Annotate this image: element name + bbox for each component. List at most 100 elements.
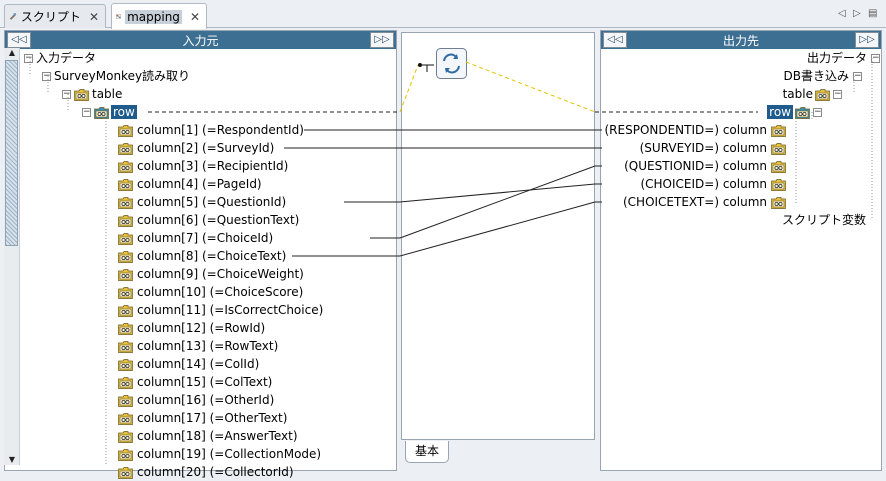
target-row-label: row	[767, 105, 793, 119]
source-column-label: column[11] (=IsCorrectChoice)	[137, 303, 324, 317]
tab-basic-label: 基本	[414, 444, 439, 458]
source-column-item[interactable]: column[7] (=ChoiceId)	[118, 229, 273, 247]
source-column-item[interactable]: column[3] (=RecipientId)	[118, 157, 288, 175]
target-column-label: (CHOICEID=) column	[640, 177, 767, 191]
close-icon[interactable]: ✕	[189, 9, 200, 24]
source-column-item[interactable]: column[14] (=ColId)	[118, 355, 259, 373]
editor-tab-bar: スクリプト ✕ mapping ✕ ◁ ▷ ▤	[0, 0, 886, 29]
expander-icon[interactable]: −	[813, 107, 822, 117]
tab-next-icon[interactable]: ▷	[853, 8, 861, 19]
source-column-item[interactable]: column[8] (=ChoiceText)	[118, 247, 286, 265]
tree-writer-node[interactable]: DB書き込み−	[600, 67, 862, 85]
expander-icon[interactable]: −	[833, 89, 842, 99]
column-node-icon	[771, 179, 786, 191]
source-column-item[interactable]: column[18] (=AnswerText)	[118, 427, 298, 445]
tree-root-output[interactable]: 出力データ−	[600, 49, 880, 67]
source-column-item[interactable]: column[17] (=OtherText)	[118, 409, 287, 427]
target-column-item[interactable]: (CHOICEID=) column	[600, 175, 786, 193]
source-column-item[interactable]: column[11] (=IsCorrectChoice)	[118, 301, 323, 319]
source-column-item[interactable]: column[16] (=OtherId)	[118, 391, 274, 409]
tree-target-table-node[interactable]: table−	[600, 85, 842, 103]
target-panel-title: 出力先	[722, 33, 759, 48]
target-panel-header: 出力先	[601, 31, 881, 49]
mapping-icon	[116, 14, 122, 19]
target-column-item[interactable]: (CHOICETEXT=) column	[600, 193, 786, 211]
source-column-item[interactable]: column[6] (=QuestionText)	[118, 211, 299, 229]
source-column-label: column[5] (=QuestionId)	[137, 195, 287, 209]
column-node-icon	[771, 197, 786, 209]
source-column-label: column[15] (=ColText)	[137, 375, 273, 389]
target-expand-button[interactable]: ▷▷	[855, 32, 879, 48]
scroll-thumb[interactable]	[5, 60, 18, 246]
source-column-item[interactable]: column[4] (=PageId)	[118, 175, 262, 193]
source-column-item[interactable]: column[13] (=RowText)	[118, 337, 278, 355]
source-column-item[interactable]: column[19] (=CollectionMode)	[118, 445, 321, 463]
tab-basic[interactable]: 基本	[405, 441, 449, 463]
tree-script-vars[interactable]: スクリプト変数	[600, 211, 866, 229]
expander-icon[interactable]: −	[42, 71, 51, 81]
source-column-label: column[4] (=PageId)	[137, 177, 262, 191]
source-scrollbar[interactable]: ▲ ▼	[4, 48, 20, 465]
tree-table-node[interactable]: −table	[62, 85, 122, 103]
source-column-label: column[14] (=ColId)	[137, 357, 260, 371]
expander-icon[interactable]: −	[24, 53, 33, 63]
source-panel-title: 入力元	[182, 33, 219, 48]
source-column-item[interactable]: column[2] (=SurveyId)	[118, 139, 274, 157]
column-node-icon	[118, 287, 133, 299]
script-vars-label: スクリプト変数	[781, 213, 866, 227]
close-icon[interactable]: ✕	[88, 9, 99, 24]
target-column-item[interactable]: (QUESTIONID=) column	[600, 157, 786, 175]
expander-icon[interactable]: −	[871, 53, 880, 63]
column-node-icon	[771, 143, 786, 155]
scroll-up-icon[interactable]: ▲	[8, 48, 16, 57]
tab-script[interactable]: スクリプト ✕	[4, 4, 106, 28]
source-column-label: column[18] (=AnswerText)	[137, 429, 298, 443]
column-node-icon	[118, 161, 133, 173]
mapping-canvas[interactable]	[401, 32, 595, 440]
writer-label: DB書き込み	[783, 69, 849, 83]
tree-target-row-node[interactable]: row −	[600, 103, 822, 121]
tab-menu-icon[interactable]: ▤	[868, 8, 878, 19]
transform-function-icon[interactable]	[435, 47, 469, 81]
target-column-item[interactable]: (SURVEYID=) column	[600, 139, 786, 157]
column-node-icon	[118, 359, 133, 371]
source-column-item[interactable]: column[20] (=CollectorId)	[118, 463, 294, 481]
expander-icon[interactable]: −	[82, 107, 91, 117]
source-expand-button[interactable]: ▷▷	[370, 32, 394, 48]
expander-icon[interactable]: −	[853, 71, 862, 81]
expander-icon[interactable]: −	[62, 89, 71, 99]
tab-mapping[interactable]: mapping ✕	[111, 3, 207, 29]
source-column-item[interactable]: column[1] (=RespondentId)	[118, 121, 304, 139]
source-column-item[interactable]: column[15] (=ColText)	[118, 373, 272, 391]
source-column-label: column[1] (=RespondentId)	[137, 123, 304, 137]
column-node-icon	[118, 431, 133, 443]
source-column-label: column[12] (=RowId)	[137, 321, 266, 335]
column-node-icon	[771, 161, 786, 173]
source-column-label: column[10] (=ChoiceScore)	[137, 285, 304, 299]
tree-root-input[interactable]: −入力データ	[24, 49, 96, 67]
output-root-label: 出力データ	[806, 51, 867, 65]
target-column-item[interactable]: (RESPONDENTID=) column	[600, 121, 786, 139]
column-node-icon	[118, 467, 133, 479]
source-column-label: column[2] (=SurveyId)	[137, 141, 275, 155]
source-column-label: column[17] (=OtherText)	[137, 411, 288, 425]
source-column-item[interactable]: column[5] (=QuestionId)	[118, 193, 286, 211]
tree-row-node[interactable]: −row	[82, 103, 137, 121]
tab-prev-icon[interactable]: ◁	[838, 8, 846, 19]
source-collapse-button[interactable]: ◁◁	[7, 32, 31, 48]
source-column-label: column[7] (=ChoiceId)	[137, 231, 274, 245]
column-node-icon	[118, 413, 133, 425]
source-column-item[interactable]: column[12] (=RowId)	[118, 319, 265, 337]
source-panel: 入力元 ◁◁ ▷▷	[4, 30, 397, 471]
source-panel-header: 入力元	[5, 31, 396, 49]
source-column-label: column[6] (=QuestionText)	[137, 213, 300, 227]
source-column-item[interactable]: column[10] (=ChoiceScore)	[118, 283, 303, 301]
tab-script-label: スクリプト	[20, 10, 81, 24]
target-collapse-button[interactable]: ◁◁	[603, 32, 627, 48]
tree-reader-node[interactable]: −SurveyMonkey読み取り	[42, 67, 190, 85]
column-node-icon	[118, 215, 133, 227]
column-node-icon	[118, 125, 133, 137]
column-node-icon	[118, 395, 133, 407]
source-column-item[interactable]: column[9] (=ChoiceWeight)	[118, 265, 304, 283]
scroll-down-icon[interactable]: ▼	[8, 455, 16, 464]
